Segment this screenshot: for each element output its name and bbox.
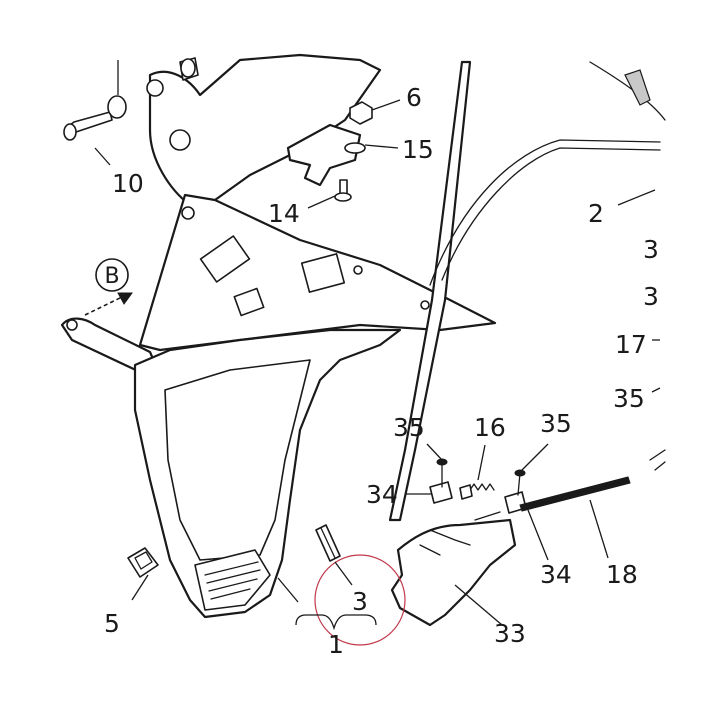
- callout-1: 1: [328, 630, 344, 659]
- cutout-square: [233, 287, 265, 317]
- mount-hole: [420, 300, 430, 310]
- step-pad-ribs: [204, 561, 261, 600]
- bushing-part-6: [349, 101, 373, 125]
- mount-hole: [353, 265, 363, 275]
- view-arrow-b: B: [84, 258, 133, 316]
- callout-16: 16: [474, 413, 506, 442]
- callout-34-left: 34: [366, 480, 398, 509]
- latch-assembly: [429, 458, 631, 521]
- bolt-part-10: [63, 57, 199, 141]
- callout-35-edge: 35: [613, 384, 645, 413]
- pivot-ring: [146, 79, 164, 97]
- callout-17: 17: [615, 330, 647, 359]
- callout-3-edge-a: 3: [643, 235, 659, 264]
- cutout-square: [199, 235, 251, 283]
- mounting-boss: [300, 253, 346, 293]
- bracket-assembly: [286, 101, 373, 202]
- callout-35-right: 35: [540, 409, 572, 438]
- rubber-strip-part-3: [315, 524, 341, 562]
- callout-14: 14: [268, 199, 300, 228]
- cover-part-33: [390, 518, 517, 627]
- mount-hole: [181, 206, 195, 220]
- callout-10: 10: [112, 169, 144, 198]
- callout-35-left: 35: [393, 413, 425, 442]
- bracket-part-15: [286, 123, 362, 187]
- view-marker-label: B: [104, 264, 119, 289]
- callout-33: 33: [494, 619, 526, 648]
- callout-15: 15: [402, 135, 434, 164]
- callout-5: 5: [104, 609, 120, 638]
- callout-2: 2: [588, 199, 604, 228]
- screw-part-35-right: [517, 472, 521, 496]
- clip-nut-part-5: [127, 547, 159, 578]
- cable-part-18: [519, 476, 631, 512]
- callout-18: 18: [606, 560, 638, 589]
- clip-part-34-left: [429, 481, 453, 504]
- rail-end-hole: [66, 319, 78, 331]
- callout-34-right: 34: [540, 560, 572, 589]
- highlight-circle: [314, 554, 406, 646]
- washer-part-10: [107, 95, 127, 119]
- spring-part-16: [469, 483, 495, 491]
- callout-3-circled: 3: [352, 587, 368, 616]
- leader-lines: [94, 60, 661, 631]
- mount-hole: [169, 129, 191, 151]
- fairing-bracket: [60, 53, 661, 619]
- callout-3-edge-b: 3: [643, 282, 659, 311]
- callout-labels: 6 15 10 14 2 3 3 17 35 35 16 35 34 34 18…: [104, 83, 659, 659]
- rear-panel-edge: [589, 61, 666, 471]
- washer-part-15: [344, 142, 366, 154]
- callout-6: 6: [406, 83, 422, 112]
